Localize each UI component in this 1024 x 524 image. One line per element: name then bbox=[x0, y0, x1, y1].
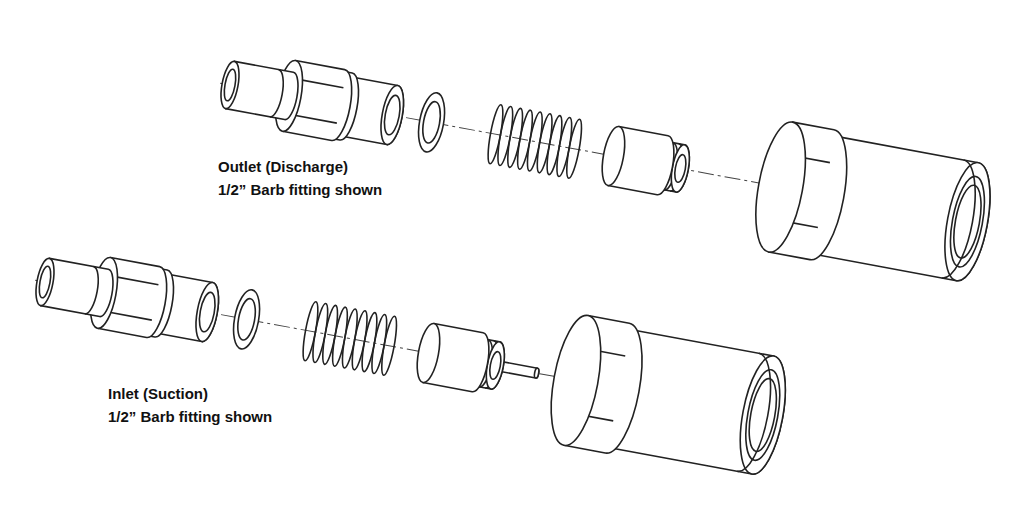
part-label: 1/2” Barb fitting shown bbox=[108, 407, 272, 427]
poppet-stem bbox=[534, 368, 540, 379]
spring bbox=[300, 301, 399, 376]
spring bbox=[485, 104, 584, 179]
o-ring bbox=[229, 288, 264, 351]
valve-cap bbox=[747, 118, 999, 290]
part-label: Inlet (Suction) bbox=[108, 384, 208, 404]
o-ring bbox=[414, 91, 449, 154]
part-label: 1/2” Barb fitting shown bbox=[218, 180, 382, 200]
outlet-assembly bbox=[208, 18, 999, 290]
inlet-assembly bbox=[23, 215, 794, 483]
barb-fitting bbox=[216, 48, 409, 152]
poppet bbox=[413, 322, 508, 397]
valve-cap bbox=[542, 312, 794, 484]
barb-fitting bbox=[31, 245, 224, 349]
part-label: Outlet (Discharge) bbox=[218, 157, 348, 177]
poppet bbox=[598, 125, 693, 200]
